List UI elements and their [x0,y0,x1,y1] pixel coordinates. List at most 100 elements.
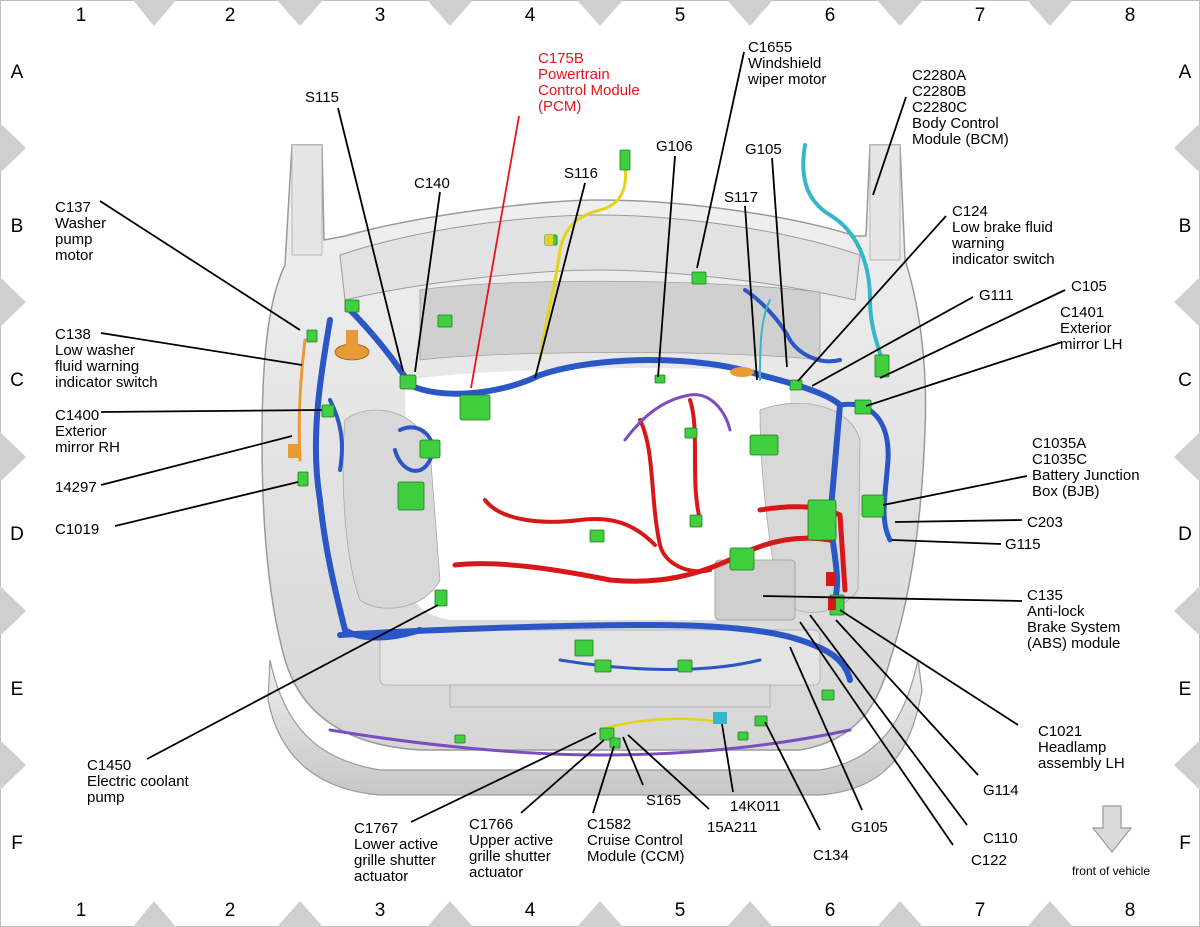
label-g115: G115 [1005,536,1041,553]
label-s165: S165 [646,792,681,809]
leader-c1019 [114,481,299,527]
front-of-vehicle-label: front of vehicle [1072,864,1150,878]
grid-col-1: 1 [76,5,87,26]
connector-c1400 [321,404,335,418]
grid-row-b-right: B [1179,216,1192,237]
red-connector-bjb [826,572,836,586]
leader-s116 [534,182,586,379]
leader-c105 [879,289,1066,379]
connector-bottom-right [737,731,749,741]
leader-s117 [744,205,758,381]
leader-c1766 [520,739,605,814]
down-arrow-icon [1091,805,1133,853]
connectors [297,149,890,749]
blue-harness-left-loop [393,425,435,473]
lower-crossmember [449,684,771,708]
label-c1035-bjb: C1035A C1035C Battery Junction Box (BJB) [1032,435,1144,500]
grid-col-2: 2 [225,5,236,26]
grid-row-a: A [11,62,24,83]
leader-c110 [809,614,968,826]
leader-c1035 [882,475,1028,506]
leader-g105-top [771,157,788,368]
grid-col-2-bottom: 2 [225,900,236,921]
blue-harness-left [312,317,423,641]
grid-row-d: D [10,524,24,545]
label-c1767-lower-shutter: C1767 Lower active grille shutter actuat… [354,820,442,885]
leader-c1582 [592,745,615,814]
label-g114: G114 [983,782,1019,799]
connector-c1019 [297,471,309,487]
connector-c140 [419,439,441,459]
connector-relay-right [749,434,779,456]
label-c1021-headlamp: C1021 Headlamp assembly LH [1038,723,1125,772]
leader-c1400 [100,409,323,413]
grid-col-8: 8 [1125,5,1136,26]
yellow-harness-grille [598,717,722,732]
connector-engine-3 [689,514,703,528]
grid-row-b: B [11,216,24,237]
leader-c135 [762,595,1023,602]
label-c122: C122 [971,852,1007,869]
grid-col-7: 7 [975,5,986,26]
leader-c203 [894,519,1023,523]
grid-col-3-bottom: 3 [375,900,386,921]
label-c138-fluid: C138 Low washer fluid warning indicator … [55,326,158,391]
leader-14297 [100,435,293,486]
connector-washer [306,329,318,343]
leader-14k011 [721,723,734,793]
connector-grille-1 [574,639,594,657]
label-g105-bottom: G105 [851,819,888,836]
washer-module [288,444,300,458]
label-c1019: C1019 [55,521,99,538]
red-harness-engine [452,535,833,584]
connector-engine-1 [684,427,698,439]
label-c134: C134 [813,847,849,864]
connector-left-relay [397,481,425,511]
abs-module-bracket [714,559,796,621]
label-c1401-mirror: C1401 Exterior mirror LH [1060,304,1123,353]
cyan-harness-bcm [801,143,887,372]
grid-col-6-bottom: 6 [825,900,836,921]
label-c175b-pcm: C175B Powertrain Control Module (PCM) [538,50,644,115]
grid-row-f: F [11,833,23,854]
connector-fan [677,659,693,673]
connector-c124 [789,379,803,391]
grid-col-4: 4 [525,5,536,26]
grid-row-e: E [11,679,24,700]
leader-c1401 [865,341,1063,407]
grid-col-1-bottom: 1 [76,900,87,921]
engine-bay-illustration [261,144,927,796]
label-c140: C140 [414,175,450,192]
red-harness-branch-1 [638,418,712,574]
label-c1582-ccm: C1582 Cruise Control Module (CCM) [587,816,687,865]
label-g106: G106 [656,138,693,155]
connector-s115 [399,374,417,390]
left-strut-tower [342,409,441,609]
label-14k011: 14K011 [730,798,781,815]
cruise-control-module [713,712,727,724]
leader-lines [99,51,1066,846]
leader-c1767 [410,732,597,823]
label-s116: S116 [564,165,598,182]
right-hinge-post [869,144,901,261]
connector-cowl-blue [437,314,453,328]
wiper-pivot [730,367,754,377]
label-c110: C110 [983,830,1018,847]
label-c1400-mirror: C1400 Exterior mirror RH [55,407,120,456]
leader-c1655 [696,51,745,269]
grid-col-8-bottom: 8 [1125,900,1136,921]
left-hinge-post [291,144,323,256]
label-14297: 14297 [55,479,97,496]
label-s115: S115 [305,89,339,106]
label-15a211: 15A211 [707,819,758,836]
connector-c105 [854,399,872,415]
label-c1655-wiper: C1655 Windshield wiper motor [747,39,826,88]
grid-row-f-right: F [1179,833,1191,854]
leader-c1450 [146,604,439,760]
leader-c1021 [839,609,1019,726]
bumper [267,659,923,796]
components [288,235,836,724]
red-harness-branch-2 [483,498,657,547]
